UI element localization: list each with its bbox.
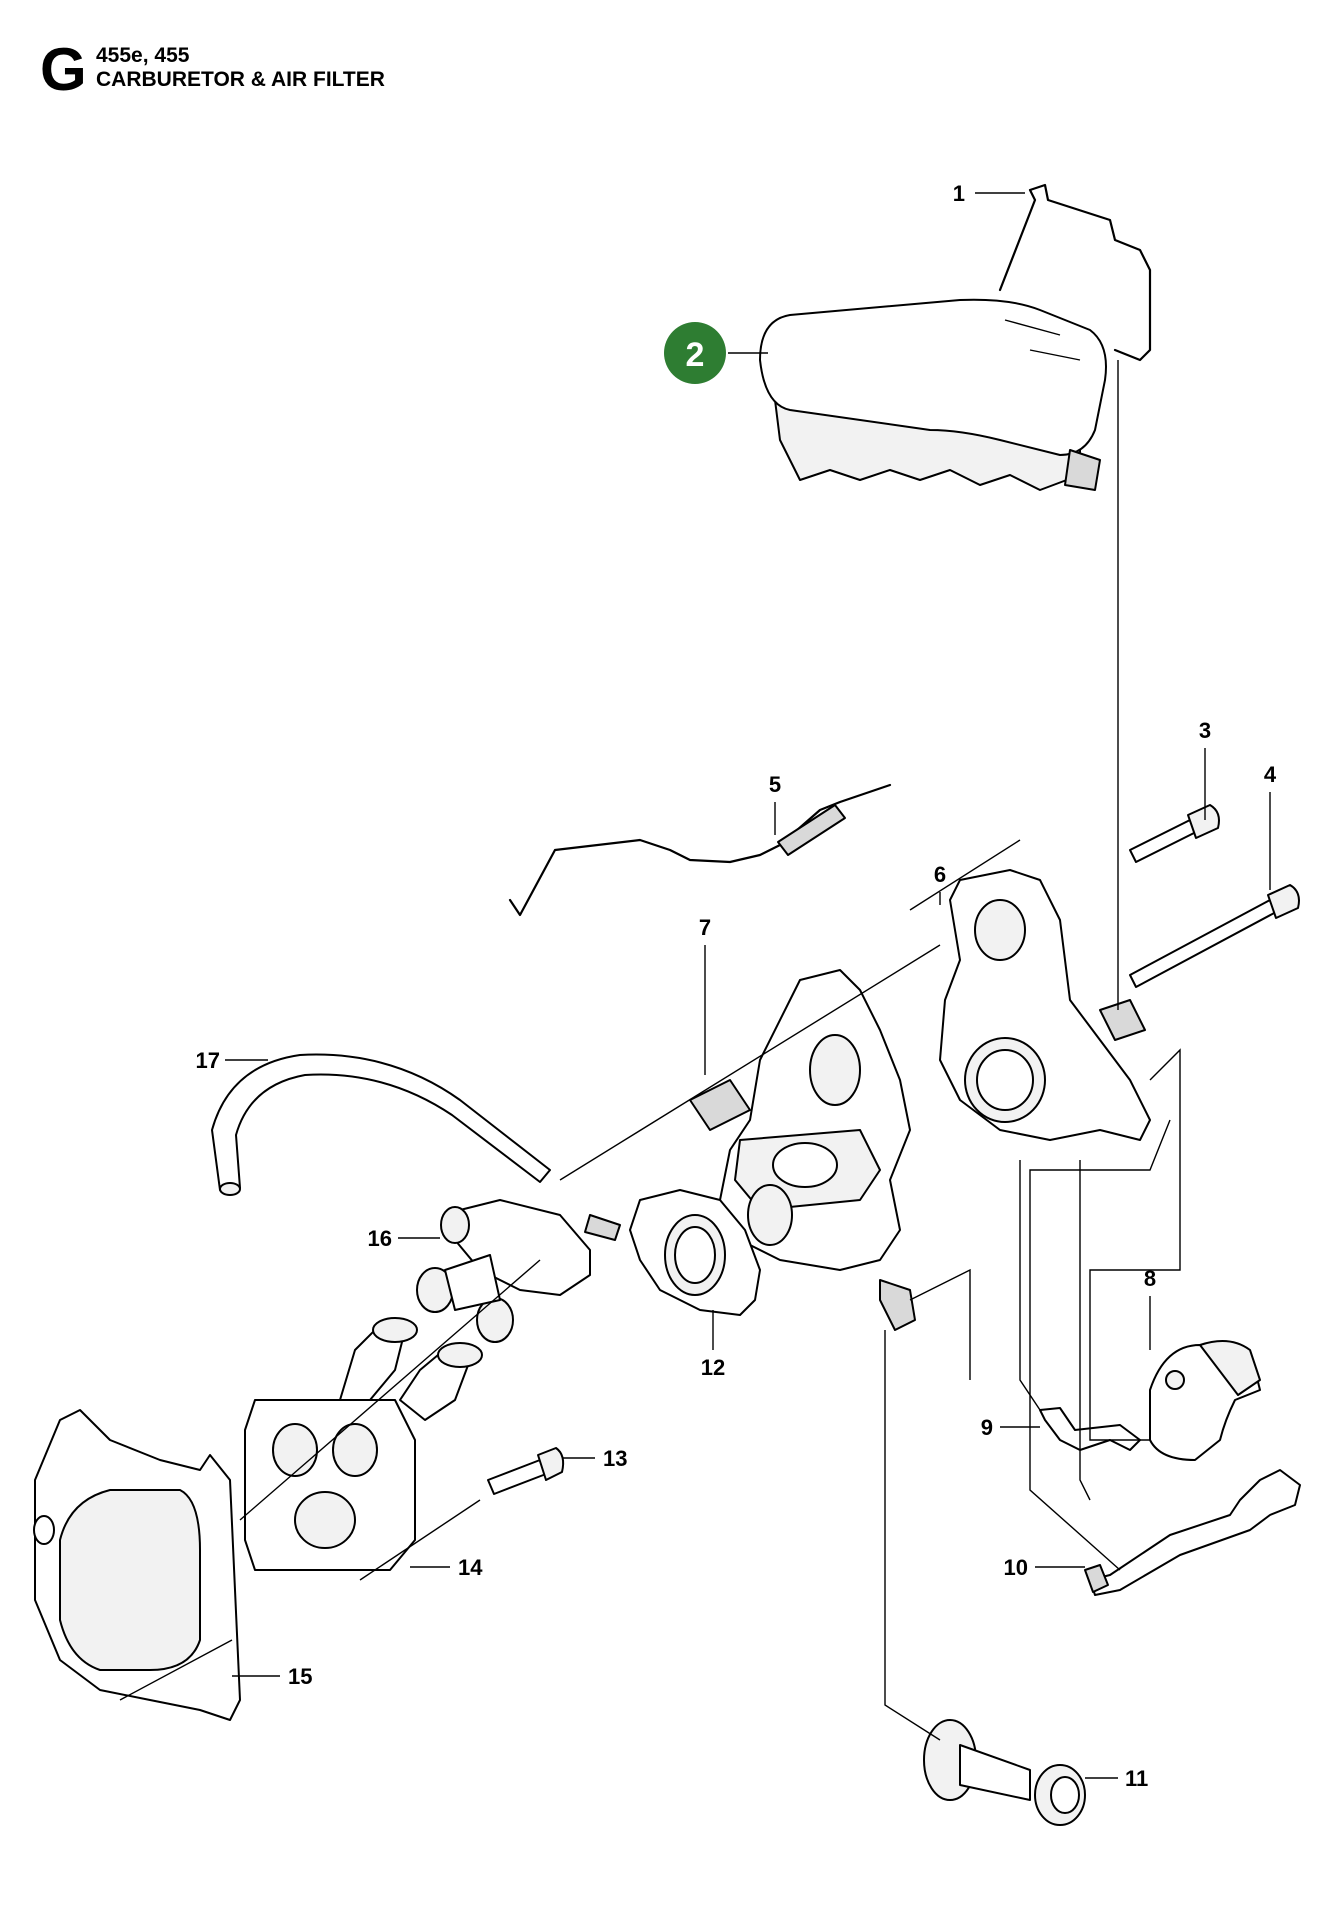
part-2-air-filter-cover[interactable]: [759, 298, 1107, 491]
callout-15[interactable]: 15: [288, 1664, 312, 1689]
part-14-intake-manifold[interactable]: [244, 1317, 483, 1571]
callout-3[interactable]: 3: [1199, 718, 1211, 743]
model-numbers: 455e, 455: [96, 44, 190, 67]
part-7-carburetor[interactable]: [689, 969, 916, 1331]
callout-11[interactable]: 11: [1125, 1766, 1148, 1791]
callout-2-badge: [664, 322, 726, 384]
callout-17[interactable]: 17: [196, 1048, 220, 1073]
part-6-intake-adapter[interactable]: [939, 869, 1151, 1141]
part-17-fuel-hose[interactable]: [211, 1053, 551, 1196]
callout-13[interactable]: 13: [603, 1446, 627, 1471]
part-5-throttle-rod[interactable]: [508, 783, 892, 917]
part-12-gasket-spacer[interactable]: [629, 1189, 761, 1316]
part-13-flange-screw[interactable]: [487, 1447, 565, 1495]
callout-12[interactable]: 12: [701, 1355, 725, 1380]
callout-7[interactable]: 7: [699, 915, 711, 940]
callout-1[interactable]: 1: [953, 181, 965, 206]
callout-16[interactable]: 16: [368, 1226, 392, 1251]
assembly-lines: [119, 360, 1181, 1741]
callout-6[interactable]: 6: [934, 862, 946, 887]
callout-10[interactable]: 10: [1004, 1555, 1028, 1580]
part-15-filter-housing[interactable]: [33, 1409, 241, 1721]
callout-leaders: [225, 192, 1271, 1779]
callout-labels: 1 2 3 4 5 6 7 8 9 10 11 12 13 14 15 16 1…: [196, 181, 1277, 1791]
callout-2-highlight[interactable]: 2: [664, 322, 726, 384]
part-11-intake-boot[interactable]: [923, 1719, 1086, 1826]
callout-5[interactable]: 5: [769, 772, 781, 797]
part-3-short-screw[interactable]: [1129, 804, 1220, 863]
callout-2: 2: [686, 336, 705, 374]
part-1-wire-bracket[interactable]: [998, 183, 1152, 362]
callout-8[interactable]: 8: [1144, 1266, 1156, 1291]
part-8-choke-lever[interactable]: [1149, 1340, 1261, 1461]
part-16-elbow-fitting[interactable]: [416, 1199, 621, 1343]
page-title: CARBURETOR & AIR FILTER: [96, 68, 385, 91]
section-letter: G: [40, 36, 87, 103]
part-10-throttle-link[interactable]: [1084, 1469, 1301, 1596]
callout-4[interactable]: 4: [1264, 762, 1277, 787]
callout-9[interactable]: 9: [981, 1415, 993, 1440]
part-4-long-screw[interactable]: [1129, 884, 1300, 988]
callout-14[interactable]: 14: [458, 1555, 483, 1580]
